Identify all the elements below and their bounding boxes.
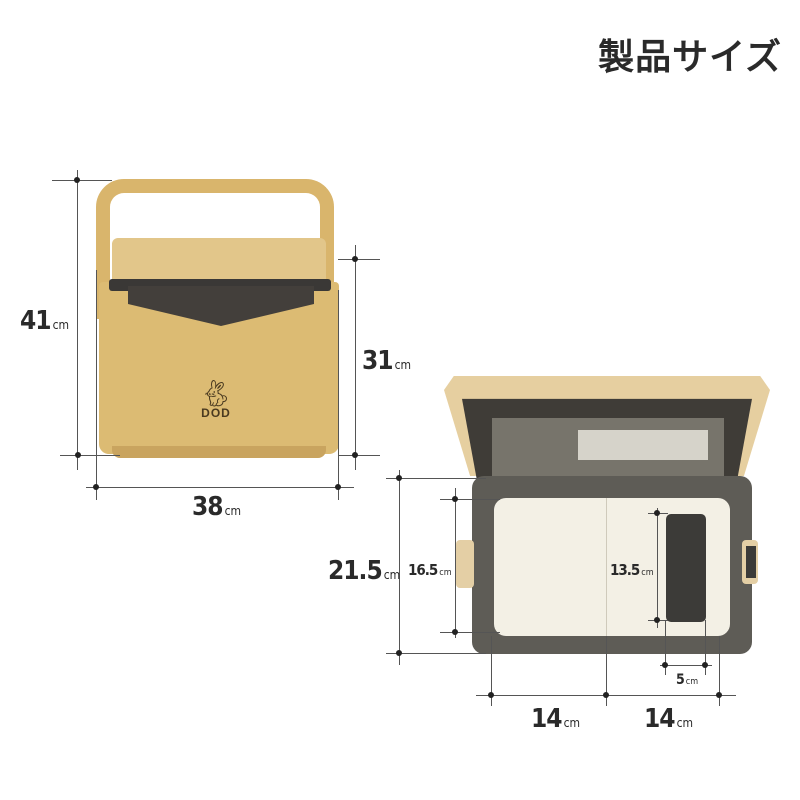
dimension-dot	[452, 629, 458, 635]
dimension-tick	[440, 499, 500, 500]
cooler-base	[112, 446, 326, 458]
compartment-depth-dimension-line	[657, 508, 658, 628]
dimension-dot	[74, 177, 80, 183]
dimension-dot	[396, 650, 402, 656]
interior-divider	[606, 498, 607, 636]
body-height-dimension-line	[355, 245, 356, 470]
dimension-dot	[75, 452, 81, 458]
dimension-tick	[386, 653, 486, 654]
inner-depth-dimension-line	[455, 488, 456, 638]
dimension-tick	[719, 636, 720, 706]
dimension-tick	[705, 620, 706, 675]
dimension-dot	[452, 496, 458, 502]
dimension-tick	[96, 270, 97, 500]
dimension-tick	[665, 620, 666, 675]
brand-name: DOD	[201, 406, 231, 420]
product-label-sticker	[578, 430, 708, 460]
dimension-dot	[662, 662, 668, 668]
dimension-tick	[386, 478, 486, 479]
ice-pack-slot	[666, 514, 706, 622]
dimension-dot	[654, 617, 660, 623]
dimension-dot	[352, 256, 358, 262]
width-dimension-line	[86, 487, 354, 488]
slot-width-dimension-line	[660, 665, 712, 666]
dimension-tick	[491, 636, 492, 706]
outer-depth-dimension-line	[399, 470, 400, 665]
dimension-tick	[338, 290, 339, 500]
dimension-dot	[603, 692, 609, 698]
brand-logo: 🐇︎ DOD	[196, 380, 236, 420]
dimension-dot	[93, 484, 99, 490]
rabbit-icon: 🐇︎	[199, 378, 233, 408]
dimension-dot	[488, 692, 494, 698]
dimension-tick	[606, 636, 607, 706]
page-title: 製品サイズ	[598, 37, 782, 78]
dimension-dot	[702, 662, 708, 668]
dimension-tick	[52, 180, 112, 181]
dimension-tick	[440, 632, 500, 633]
right-grip-insert	[746, 546, 756, 578]
dimension-tick	[60, 455, 120, 456]
dimension-dot	[396, 475, 402, 481]
height-dimension-line	[77, 170, 78, 470]
dimension-dot	[335, 484, 341, 490]
dimension-tick	[338, 259, 380, 260]
dimension-dot	[654, 510, 660, 516]
dimension-tick	[338, 455, 380, 456]
dimension-dot	[716, 692, 722, 698]
left-grip	[456, 540, 474, 588]
dimension-dot	[352, 452, 358, 458]
